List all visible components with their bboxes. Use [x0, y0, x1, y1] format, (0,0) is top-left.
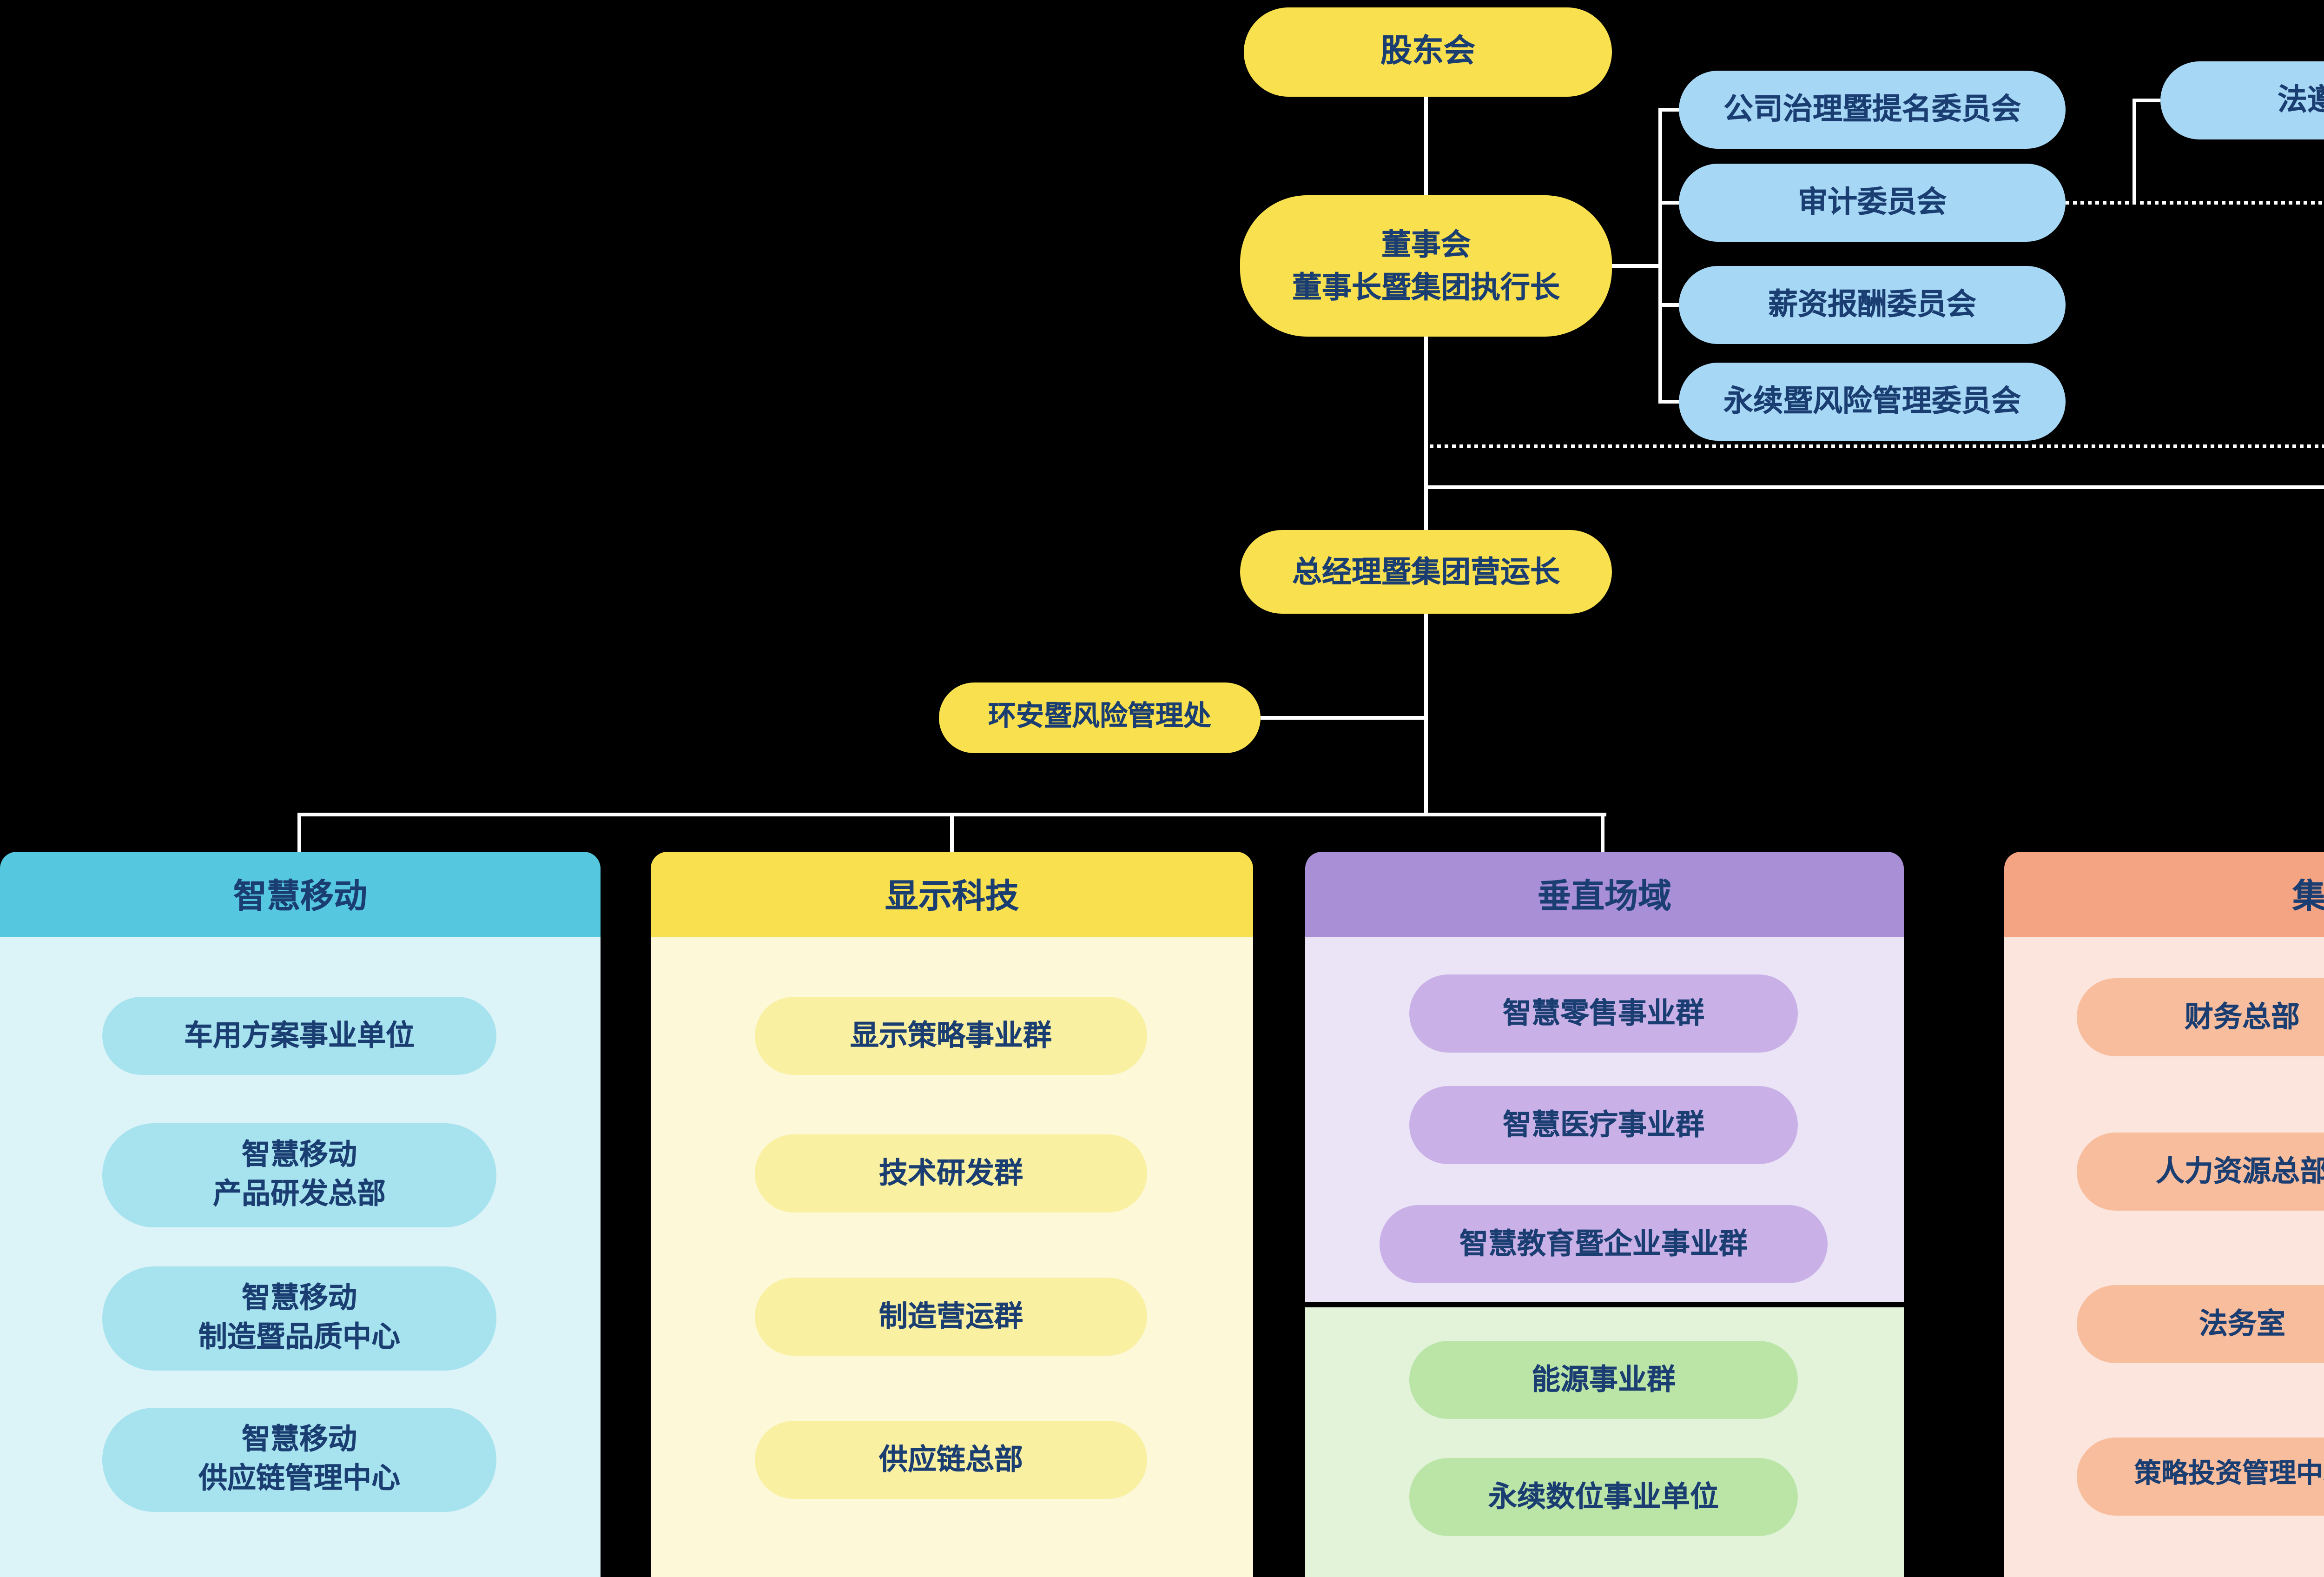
connector-committee-1-stub [1658, 108, 1679, 112]
node-president: 总经理暨集团营运长 [1240, 530, 1612, 614]
connector-committees-bracket [1658, 108, 1662, 404]
unit-tech-rd-group: 技术研发群 [755, 1134, 1147, 1213]
connector-president-groups [1424, 614, 1428, 815]
unit-hr-hq: 人力资源总部 [2077, 1133, 2324, 1211]
unit-mfg-operations-group: 制造营运群 [755, 1278, 1147, 1356]
connector-drop-display [950, 813, 954, 852]
connector-support-branch-h [1424, 485, 2324, 489]
unit-sustainable-digital: 永续数位事业单位 [1409, 1458, 1798, 1536]
unit-smart-education-enterprise: 智慧教育暨企业事业群 [1380, 1205, 1828, 1283]
node-ehs-risk-office: 环安暨风险管理处 [939, 682, 1261, 753]
connector-board-president [1424, 337, 1428, 530]
unit-mobility-supply-chain: 智慧移动 供应链管理中心 [102, 1408, 496, 1512]
unit-supply-chain-hq: 供应链总部 [755, 1421, 1147, 1499]
unit-mobility-mfg-quality: 智慧移动 制造暨品质中心 [102, 1266, 496, 1371]
connector-board-committees-stem [1612, 264, 1660, 268]
group-display-tech-header: 显示科技 [651, 852, 1253, 937]
node-board: 董事会 董事长暨集团执行长 [1240, 195, 1612, 337]
unit-smart-medical: 智慧医疗事业群 [1409, 1086, 1798, 1164]
dotted-audit-to-right [2066, 201, 2324, 205]
unit-strategic-investment: 策略投资管理中心 [2077, 1438, 2324, 1516]
node-committee-governance: 公司治理暨提名委员会 [1679, 71, 2066, 149]
node-chief-compliance: 法遵总顾问 [2160, 61, 2324, 139]
connector-ehs-president [1261, 716, 1426, 720]
connector-compliance-elbow-v [2133, 99, 2136, 205]
connector-committee-4-stub [1658, 400, 1679, 404]
node-committee-compensation: 薪资报酬委员会 [1679, 266, 2066, 344]
node-shareholders: 股东会 [1244, 7, 1612, 97]
unit-legal-office: 法务室 [2077, 1285, 2324, 1363]
connector-drop-mobility [297, 813, 301, 852]
unit-smart-retail: 智慧零售事业群 [1409, 974, 1798, 1053]
unit-display-strategy: 显示策略事业群 [755, 997, 1147, 1075]
unit-energy-group: 能源事业群 [1409, 1341, 1798, 1419]
connector-shareholders-board [1424, 97, 1428, 195]
unit-finance-hq: 财务总部 [2077, 978, 2324, 1056]
group-vertical-domains-header: 垂直场域 [1305, 852, 1904, 937]
node-committee-sustainability-risk: 永续暨风险管理委员会 [1679, 363, 2066, 441]
connector-drop-vertical [1601, 813, 1604, 852]
connector-committee-2-stub [1658, 201, 1679, 205]
dotted-board-horizontal [1424, 444, 2324, 448]
connector-committee-3-stub [1658, 303, 1679, 307]
unit-mobility-product-rd: 智慧移动 产品研发总部 [102, 1123, 496, 1227]
group-smart-mobility-header: 智慧移动 [0, 852, 601, 937]
group-ops-support-header: 集团营运支援单位 [2004, 852, 2324, 937]
node-committee-audit: 审计委员会 [1679, 164, 2066, 242]
connector-compliance-elbow-h [2133, 99, 2160, 102]
unit-automotive-solutions: 车用方案事业单位 [102, 997, 496, 1075]
